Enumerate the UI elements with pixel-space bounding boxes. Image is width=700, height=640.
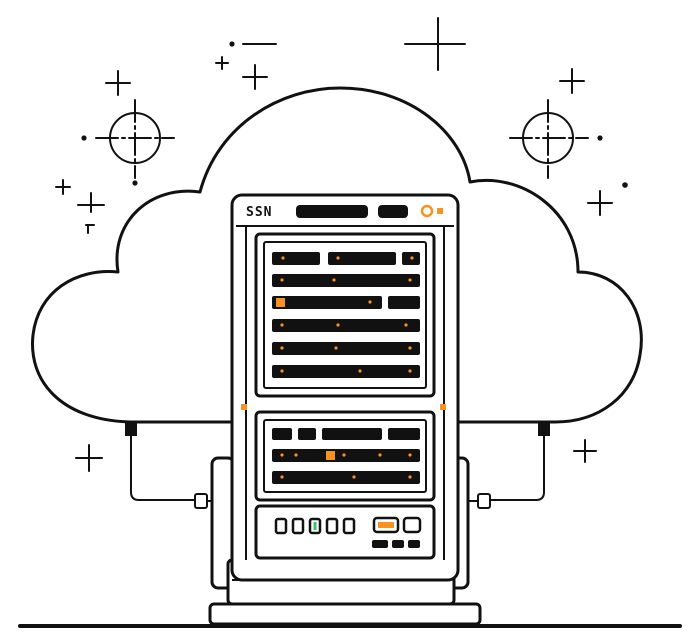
sparkle-icon bbox=[242, 64, 268, 90]
ground-base bbox=[18, 602, 682, 628]
server-drive-bays-lower bbox=[272, 428, 420, 484]
sparkle-icons bbox=[55, 17, 628, 472]
sparkle-icon bbox=[559, 68, 585, 94]
sparkle-icon bbox=[229, 41, 277, 47]
crosshair-icon bbox=[81, 99, 175, 186]
server-drive-bays-upper bbox=[272, 252, 420, 378]
sparkle-icon bbox=[105, 70, 131, 96]
sparkle-icon bbox=[75, 444, 103, 472]
control-panel bbox=[274, 516, 422, 548]
sparkle-icon bbox=[573, 439, 597, 463]
sparkle-icon bbox=[77, 192, 105, 234]
sparkle-icon bbox=[587, 182, 628, 216]
sparkle-icon bbox=[404, 17, 466, 71]
status-led-icon bbox=[420, 204, 434, 218]
server-rack-icon: SSN bbox=[210, 193, 470, 606]
rack-label: SSN bbox=[246, 205, 272, 220]
crosshair-icon bbox=[509, 99, 603, 179]
sparkle-icon bbox=[215, 56, 229, 70]
sparkle-icon bbox=[55, 179, 71, 195]
cloud-icon bbox=[31, 86, 643, 424]
